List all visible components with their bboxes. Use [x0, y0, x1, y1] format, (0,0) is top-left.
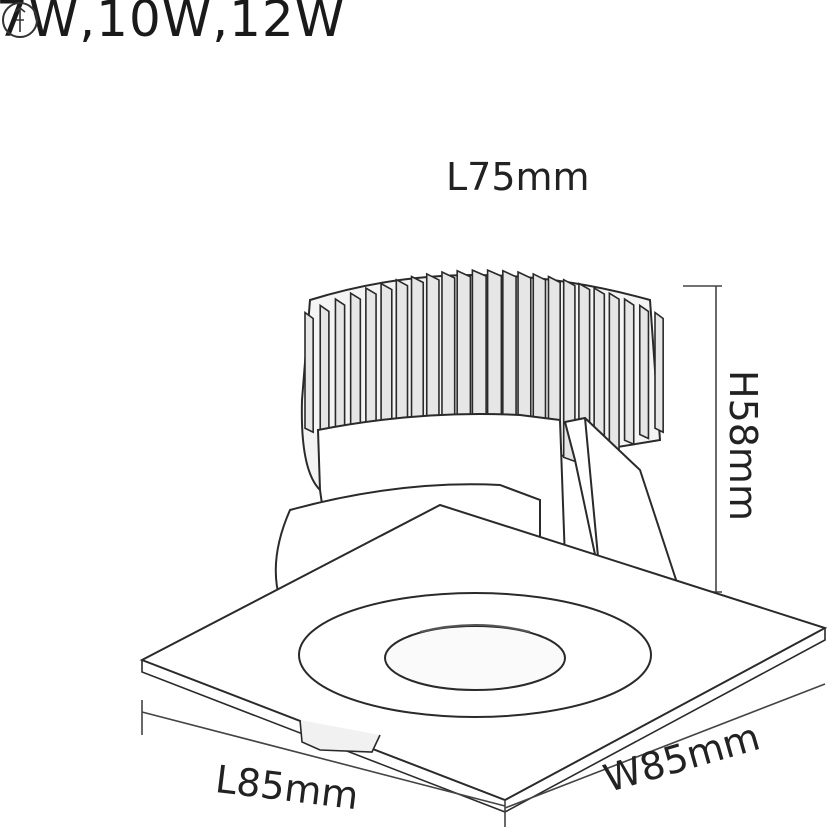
wattage-title: 7W,10W,12W — [0, 0, 346, 48]
heat-sink-fin — [319, 303, 330, 440]
heat-sink-fin — [334, 297, 346, 446]
heat-sink-fin — [623, 297, 635, 446]
heat-sink-fin — [654, 310, 664, 434]
square-trim — [139, 503, 827, 813]
height-dimension-line — [683, 285, 722, 593]
height-dimension-label: H58mm — [721, 370, 765, 521]
cutout-dimension-label: L75mm — [446, 155, 590, 199]
heat-sink-fin — [608, 291, 620, 451]
heat-sink-fin — [638, 303, 650, 440]
cutout-diameter-icon — [2, 2, 38, 38]
width-dimension-line — [504, 683, 826, 827]
length-dimension-line — [141, 700, 506, 807]
heat-sink-fin — [304, 310, 314, 434]
